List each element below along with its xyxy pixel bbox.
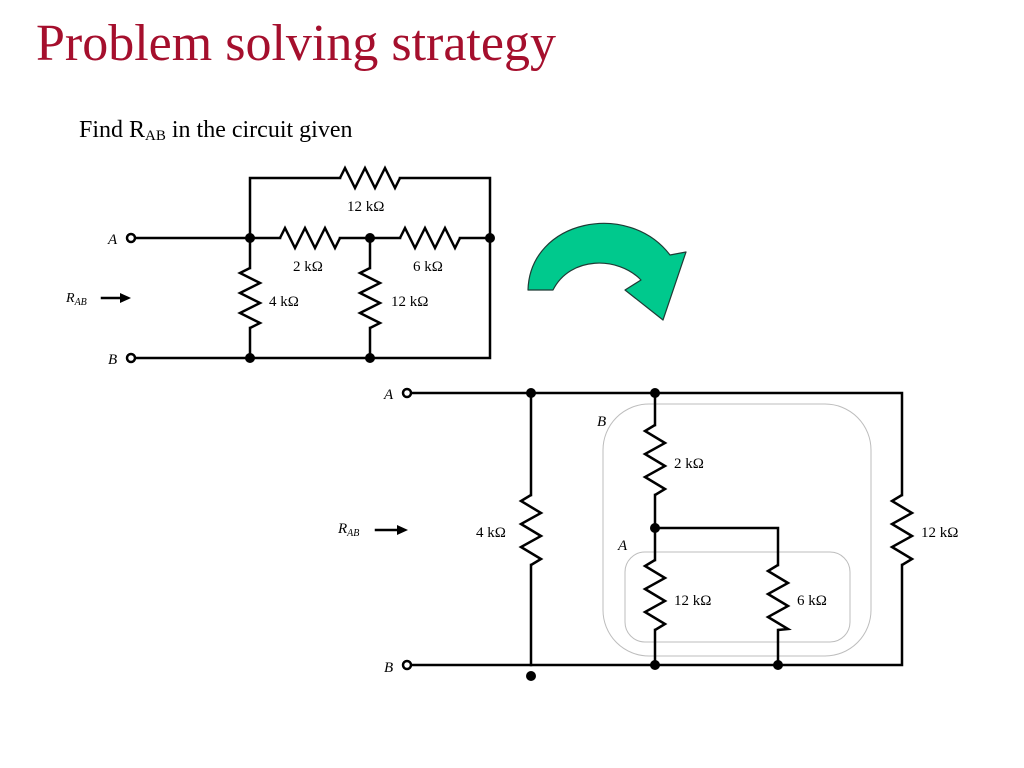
resistor-12k-top <box>338 165 402 191</box>
terminal-b-label: B <box>108 352 117 368</box>
highlight-box-inner <box>624 551 851 643</box>
resistor-2k <box>278 225 342 251</box>
label-6k: 6 kΩ <box>413 259 443 275</box>
resistor-2k <box>642 423 668 497</box>
junction-dot <box>650 388 660 398</box>
rab-main: R <box>337 521 347 537</box>
junction-dot <box>245 233 255 243</box>
label-12k-top: 12 kΩ <box>347 199 384 215</box>
junction-dot <box>526 671 536 681</box>
wire <box>410 391 904 497</box>
label-2k: 2 kΩ <box>674 456 704 472</box>
label-6k: 6 kΩ <box>797 593 827 609</box>
rab-sub: AB <box>74 297 87 308</box>
redrawn-circuit: A B B A RAB 4 kΩ 2 kΩ 12 kΩ 6 kΩ 12 kΩ <box>337 387 958 681</box>
original-circuit: A B RAB 12 kΩ 2 kΩ 6 kΩ 4 kΩ 12 kΩ <box>65 165 495 368</box>
junction-dot <box>526 388 536 398</box>
junction-dot <box>773 660 783 670</box>
terminal-a-label: A <box>107 232 118 248</box>
junction-dot <box>245 353 255 363</box>
terminal-a-label: A <box>383 387 394 403</box>
curved-arrow-icon <box>527 222 687 321</box>
prompt-suffix: in the circuit given <box>165 117 353 143</box>
node-a-label: A <box>617 538 628 554</box>
junction-dot <box>365 233 375 243</box>
rab-arrow-head <box>120 293 131 303</box>
resistor-6k <box>398 225 462 251</box>
resistor-6k <box>765 563 792 632</box>
prompt-subscript: AB <box>145 128 166 144</box>
junction-dot <box>650 523 660 533</box>
resistor-12k-outer <box>889 493 915 567</box>
rab-label: RAB <box>65 291 87 308</box>
prompt-prefix: Find R <box>79 117 146 143</box>
wire <box>368 176 492 360</box>
wire <box>410 563 904 667</box>
label-12k-center: 12 kΩ <box>391 294 428 310</box>
resistor-12k-center <box>357 266 383 330</box>
resistor-12k-inner <box>642 558 668 632</box>
resistor-4k <box>237 266 263 330</box>
label-4k: 4 kΩ <box>269 294 299 310</box>
rab-sub: AB <box>346 528 359 539</box>
terminal-a <box>125 232 137 244</box>
node-b-label: B <box>597 414 606 430</box>
resistor-4k <box>518 493 544 567</box>
junction-dot <box>485 233 495 243</box>
label-12k-inner: 12 kΩ <box>674 593 711 609</box>
terminal-b <box>125 352 137 364</box>
terminal-b-label: B <box>384 660 393 676</box>
junction-dot <box>365 353 375 363</box>
wire <box>653 526 780 567</box>
rab-main: R <box>65 291 75 306</box>
label-12k-outer: 12 kΩ <box>921 525 958 541</box>
label-2k: 2 kΩ <box>293 259 323 275</box>
terminal-b <box>401 659 413 671</box>
label-4k: 4 kΩ <box>476 525 506 541</box>
terminal-a <box>401 387 413 399</box>
problem-statement: Find RAB in the circuit given <box>79 114 379 152</box>
junction-dot <box>650 660 660 670</box>
slide-title: Problem solving strategy <box>36 15 556 72</box>
rab-arrow-head <box>397 525 408 535</box>
wire <box>248 176 342 240</box>
highlight-box-outer <box>602 403 872 657</box>
rab-label: RAB <box>337 521 359 539</box>
